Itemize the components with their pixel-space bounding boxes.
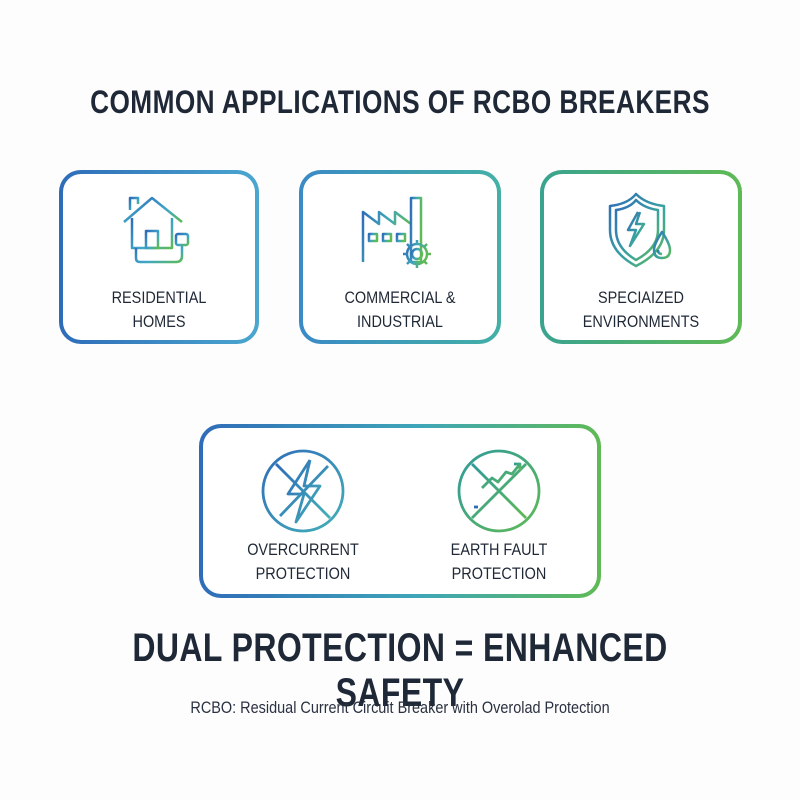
page-title: COMMON APPLICATIONS OF RCBO BREAKERS bbox=[90, 84, 710, 120]
earth-fault-protection: EARTH FAULT PROTECTION bbox=[399, 428, 599, 594]
card-commercial-industrial: COMMERCIAL & INDUSTRIAL bbox=[299, 170, 501, 344]
protection-label: OVERCURRENT PROTECTION bbox=[247, 540, 359, 583]
factory-gear-icon bbox=[355, 190, 445, 279]
card-residential-homes: RESIDENTIAL HOMES bbox=[59, 170, 259, 344]
card-label: RESIDENTIAL HOMES bbox=[111, 288, 207, 331]
earth-fault-crossed-icon bbox=[454, 446, 544, 541]
card-specialized-environments: SPECIAIZED ENVIRONMENTS bbox=[540, 170, 742, 344]
footnote: RCBO: Residual Current Circuit Breaker w… bbox=[190, 698, 610, 717]
shield-bolt-drop-icon bbox=[596, 190, 686, 279]
house-plug-icon bbox=[114, 190, 204, 275]
overcurrent-protection: OVERCURRENT PROTECTION bbox=[203, 428, 403, 594]
overcurrent-crossed-icon bbox=[258, 446, 348, 541]
dual-protection-panel: OVERCURRENT PROTECTION bbox=[199, 424, 601, 598]
protection-label: EARTH FAULT PROTECTION bbox=[450, 540, 548, 583]
card-label: COMMERCIAL & INDUSTRIAL bbox=[344, 288, 456, 331]
card-label: SPECIAIZED ENVIRONMENTS bbox=[582, 288, 700, 331]
tagline: DUAL PROTECTION = ENHANCED SAFETY bbox=[132, 626, 668, 715]
